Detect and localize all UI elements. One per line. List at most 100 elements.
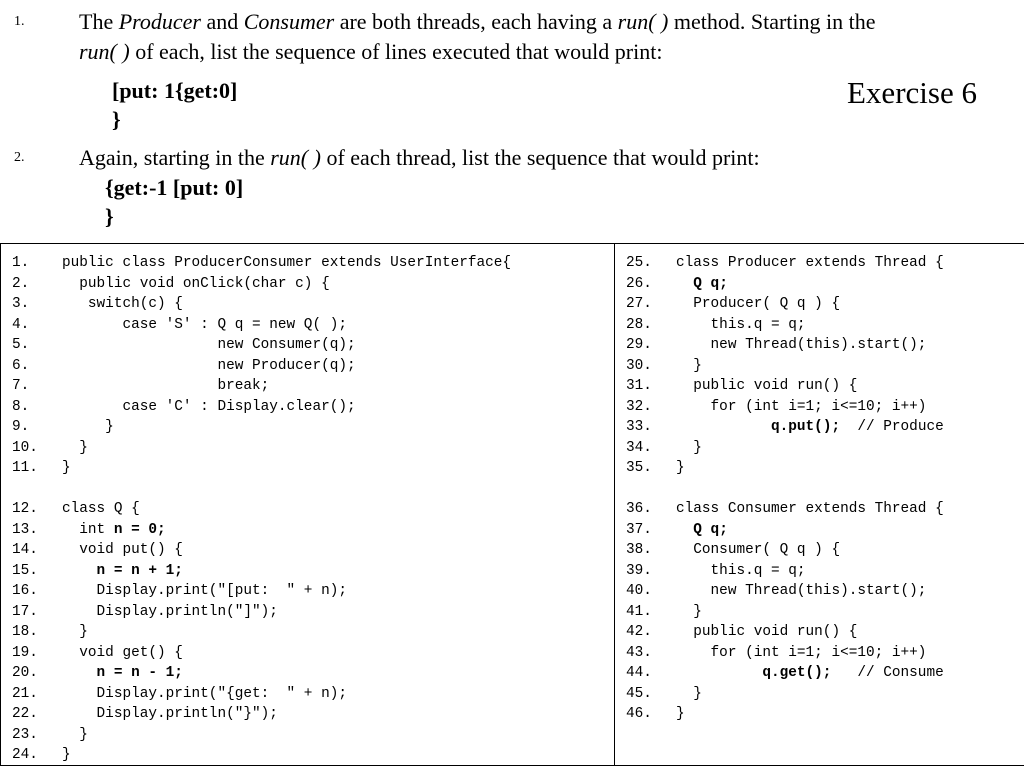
- code-line: 30. }: [626, 356, 944, 377]
- q1-text: of each, list the sequence of lines exec…: [129, 39, 663, 64]
- line-number: 18.: [12, 624, 38, 640]
- code-text: }: [676, 603, 702, 620]
- code-text: // Produce: [840, 419, 944, 435]
- line-number: 24.: [12, 747, 38, 763]
- code-text: Q q;: [693, 275, 728, 292]
- code-text: Display.println("]");: [62, 603, 278, 620]
- code-line: 34. }: [626, 438, 944, 459]
- line-number: 5.: [12, 337, 30, 353]
- code-line: 33. q.put(); // Produce: [626, 417, 944, 438]
- code-line: 19. void get() {: [12, 643, 511, 664]
- code-text: public void run() {: [676, 378, 858, 394]
- line-number: 13.: [12, 521, 38, 538]
- code-text: void put() {: [62, 542, 183, 558]
- code-text: public class ProducerConsumer extends Us…: [62, 255, 512, 271]
- code-text: new Thread(this).start();: [676, 583, 927, 599]
- line-number: 1.: [12, 255, 30, 271]
- q1-consumer: Consumer: [243, 9, 335, 34]
- line-number: 17.: [12, 603, 38, 620]
- line-number: 16.: [12, 583, 38, 599]
- code-line: 40. new Thread(this).start();: [626, 581, 944, 602]
- line-number: 44.: [626, 665, 652, 681]
- line-number: 20.: [12, 665, 38, 681]
- code-line: 13. int n = 0;: [12, 520, 511, 541]
- code-line: 16. Display.print("[put: " + n);: [12, 581, 511, 602]
- code-line: 5. new Consumer(q);: [12, 335, 511, 356]
- code-text: case 'C' : Display.clear();: [62, 398, 356, 415]
- code-text: }: [676, 685, 702, 702]
- line-number: 41.: [626, 603, 652, 620]
- q1-run: run( ): [617, 9, 669, 34]
- code-line: 18. }: [12, 622, 511, 643]
- line-number: 37.: [626, 521, 652, 538]
- line-number: 7.: [12, 378, 30, 394]
- line-number: 30.: [626, 357, 652, 374]
- code-line: [626, 479, 944, 500]
- code-text: }: [676, 460, 685, 476]
- answer-1-line-2: }: [112, 107, 121, 132]
- code-line: 9. }: [12, 417, 511, 438]
- line-number: 45.: [626, 685, 652, 702]
- line-number: 14.: [12, 542, 38, 558]
- code-line: 6. new Producer(q);: [12, 356, 511, 377]
- question-2-line-1: Again, starting in the run( ) of each th…: [79, 144, 760, 171]
- code-line: 10. }: [12, 438, 511, 459]
- line-number: 32.: [626, 398, 652, 415]
- code-text: this.q = q;: [676, 562, 806, 579]
- code-line: 15. n = n + 1;: [12, 561, 511, 582]
- q2-run: run( ): [270, 145, 321, 170]
- answer-2-line-2: }: [105, 204, 114, 229]
- line-number: 10.: [12, 439, 38, 456]
- code-line: 20. n = n - 1;: [12, 663, 511, 684]
- line-number: 3.: [12, 296, 30, 312]
- code-panel-left: 1. public class ProducerConsumer extends …: [0, 243, 616, 766]
- code-text: this.q = q;: [676, 316, 806, 333]
- q1-run: run( ): [79, 39, 130, 64]
- line-number: 4.: [12, 316, 30, 333]
- code-line: 12.class Q {: [12, 499, 511, 520]
- code-text: Producer( Q q ) {: [676, 296, 841, 312]
- code-text: int: [62, 521, 114, 538]
- line-number: 46.: [626, 706, 652, 722]
- code-text: Q q;: [693, 521, 728, 538]
- code-line: 11.}: [12, 458, 511, 479]
- code-line: 29. new Thread(this).start();: [626, 335, 944, 356]
- line-number: 26.: [626, 275, 652, 292]
- code-line: 37. Q q;: [626, 520, 944, 541]
- code-text: }: [62, 439, 88, 456]
- code-line: 24.}: [12, 745, 511, 766]
- line-number: 11.: [12, 460, 38, 476]
- line-number: 22.: [12, 706, 38, 722]
- code-text: Display.println("}");: [62, 706, 278, 722]
- code-line: 45. }: [626, 684, 944, 705]
- code-line: 32. for (int i=1; i<=10; i++): [626, 397, 944, 418]
- code-text: void get() {: [62, 644, 183, 661]
- code-text: }: [62, 747, 71, 763]
- code-line: 21. Display.print("{get: " + n);: [12, 684, 511, 705]
- code-text: Consumer( Q q ) {: [676, 542, 841, 558]
- code-line: 7. break;: [12, 376, 511, 397]
- q1-text: and: [200, 9, 244, 34]
- code-text: for (int i=1; i<=10; i++): [676, 644, 927, 661]
- code-text: break;: [62, 378, 270, 394]
- code-line: 25.class Producer extends Thread {: [626, 253, 944, 274]
- answer-1-line-1: [put: 1{get:0]: [112, 78, 238, 103]
- line-number: 39.: [626, 562, 652, 579]
- code-line: 27. Producer( Q q ) {: [626, 294, 944, 315]
- code-text: Display.print("[put: " + n);: [62, 583, 347, 599]
- line-number: 40.: [626, 583, 652, 599]
- q1-text: The: [79, 9, 119, 34]
- q2-text: Again, starting in the: [79, 145, 271, 170]
- question-1-line-2: run( ) of each, list the sequence of lin…: [79, 38, 662, 65]
- code-line: 2. public void onClick(char c) {: [12, 274, 511, 295]
- code-text: [676, 522, 693, 538]
- line-number: 33.: [626, 419, 652, 435]
- code-line: 23. }: [12, 725, 511, 746]
- line-number: 31.: [626, 378, 652, 394]
- code-panel-right: 25.class Producer extends Thread {26. Q …: [614, 243, 1024, 766]
- code-text: }: [62, 624, 88, 640]
- code-text: new Producer(q);: [62, 357, 356, 374]
- code-line: 14. void put() {: [12, 540, 511, 561]
- code-line: 17. Display.println("]");: [12, 602, 511, 623]
- code-text: }: [676, 357, 702, 374]
